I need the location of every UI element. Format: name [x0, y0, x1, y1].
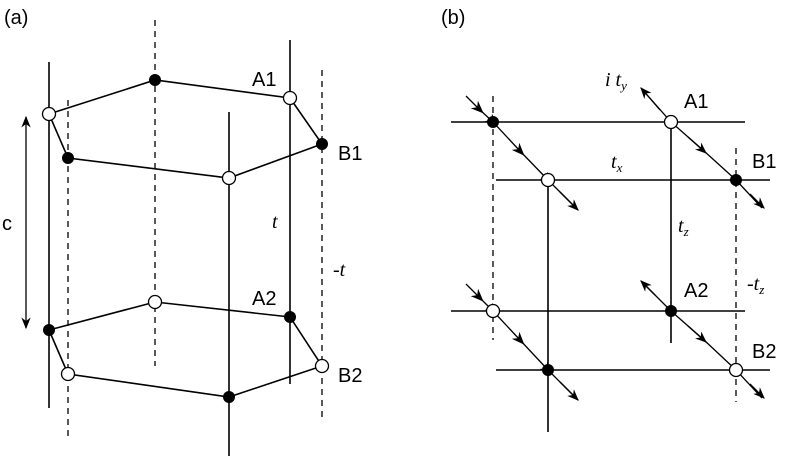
bond-arrow	[559, 381, 579, 401]
panel-a: (a) c A1 B1 A2 B2 t	[2, 7, 362, 456]
hopping-label-minus-tz: -tz	[747, 273, 764, 297]
site-label-a2: A2	[684, 280, 708, 302]
site-label-a1: A1	[252, 69, 276, 91]
open-site	[663, 114, 679, 130]
open-site	[41, 106, 57, 122]
panel-b: (b) A1 B1	[441, 7, 776, 432]
bond-arrow	[749, 193, 765, 209]
panel-b-label: (b)	[441, 7, 465, 29]
filled-site	[542, 364, 554, 376]
bond-arrow	[749, 383, 765, 399]
top-hexagon	[48, 79, 324, 179]
filled-site	[487, 116, 499, 128]
site-label-b1: B1	[338, 143, 362, 165]
filled-site	[149, 74, 161, 86]
bond-arrow	[687, 325, 707, 343]
hopping-label-ity: i ty	[605, 69, 627, 93]
site-label-a2: A2	[252, 288, 276, 310]
open-site	[314, 358, 330, 374]
open-site	[221, 170, 237, 186]
open-site	[485, 303, 501, 319]
hopping-label-tz: tz	[678, 215, 689, 239]
filled-site	[43, 324, 55, 336]
c-label: c	[2, 213, 12, 235]
bottom-hexagon	[48, 301, 324, 398]
filled-site	[284, 311, 296, 323]
panel-a-label: (a)	[4, 7, 28, 29]
bond-arrow	[687, 136, 707, 154]
hopping-label-t: t	[272, 211, 278, 233]
open-site	[147, 294, 163, 310]
diagonal-bond	[465, 283, 579, 401]
bond-arrow	[640, 87, 661, 111]
filled-site	[62, 152, 74, 164]
filled-site	[223, 391, 235, 403]
filled-site	[316, 138, 328, 150]
site-label-a1: A1	[684, 91, 708, 113]
hopping-label-minus-t: -t	[333, 259, 346, 281]
hopping-label-tx: tx	[611, 151, 623, 175]
open-site	[540, 172, 556, 188]
bond-arrow	[640, 280, 656, 296]
filled-site	[665, 305, 677, 317]
site-label-b2: B2	[338, 365, 362, 387]
bond-arrow	[559, 191, 579, 211]
site-label-b2: B2	[752, 341, 776, 363]
open-site	[282, 90, 298, 106]
open-site	[60, 366, 76, 382]
filled-site	[730, 174, 742, 186]
site-label-b1: B1	[752, 151, 776, 173]
open-site	[728, 362, 744, 378]
